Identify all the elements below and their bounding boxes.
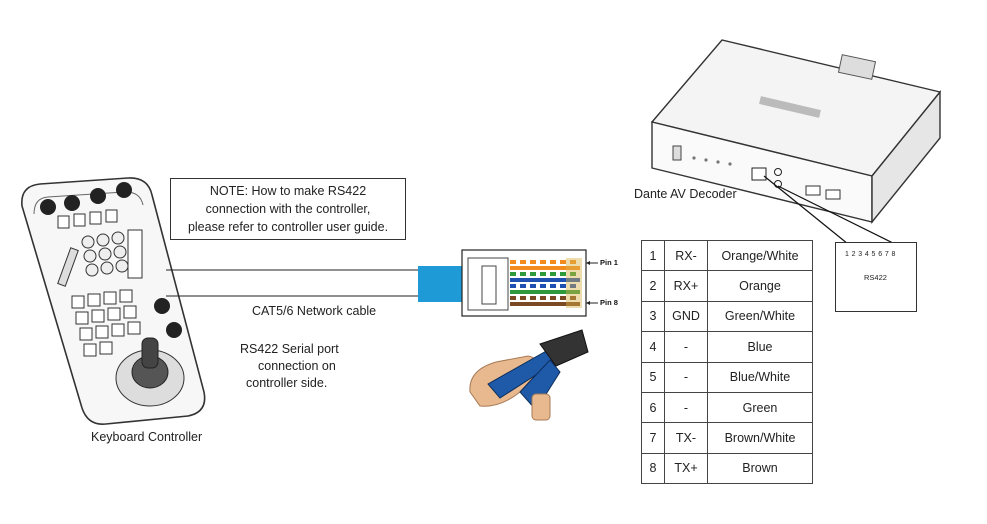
pin1-label: Pin 1: [600, 258, 618, 267]
pin-number: 2: [641, 270, 665, 302]
rs422-line-3: controller side.: [246, 376, 328, 390]
pin-wire-color: Green: [707, 391, 813, 424]
note-line-2: connection with the controller,: [205, 202, 371, 216]
pin-table-row: 4-Blue: [641, 331, 813, 363]
pin-signal: GND: [664, 300, 708, 333]
pin-signal: -: [664, 331, 708, 363]
pin-wire-color: Blue/White: [707, 361, 813, 393]
cable-label: CAT5/6 Network cable: [252, 304, 377, 318]
keyboard-controller-icon: [21, 177, 206, 425]
pin-signal: -: [664, 361, 708, 393]
pin8-label: Pin 8: [600, 298, 618, 307]
pin-wire-color: Orange: [707, 270, 813, 302]
pin-wire-color: Blue: [707, 331, 813, 363]
pin-signal: TX-: [664, 422, 708, 454]
pin-number: 6: [641, 391, 665, 424]
pin-number: 1: [641, 239, 665, 272]
keyboard-controller-label: Keyboard Controller: [91, 430, 203, 444]
pin-signal: RX+: [664, 270, 708, 302]
pin-wire-color: Green/White: [707, 300, 813, 333]
rj45-connector-icon: [461, 249, 598, 317]
rs422-port-box: 1 2 3 4 5 6 7 8 RS422: [835, 242, 917, 312]
port-numbers: 1 2 3 4 5 6 7 8: [845, 251, 896, 258]
rs422-line-2: connection on: [258, 359, 336, 373]
decoder-device-icon: [650, 39, 942, 245]
pin-number: 7: [641, 422, 665, 454]
pin-number: 8: [641, 452, 665, 485]
pin-signal: -: [664, 391, 708, 424]
pin-signal: TX+: [664, 452, 708, 485]
cable-lines: [166, 269, 422, 297]
pin-table-row: 6-Green: [641, 391, 813, 424]
pin-wire-color: Brown/White: [707, 422, 813, 454]
cable-jacket: [418, 266, 466, 302]
note-line-1: NOTE: How to make RS422: [209, 184, 367, 198]
decoder-label: Dante AV Decoder: [634, 187, 737, 201]
pin-signal: RX-: [664, 239, 708, 272]
pin-wire-color: Brown: [707, 452, 813, 485]
pin-number: 5: [641, 361, 665, 393]
pin-table-row: 5-Blue/White: [641, 361, 813, 393]
crimping-tool-icon: [469, 329, 589, 421]
port-name: RS422: [864, 273, 887, 282]
pin-wire-color: Orange/White: [707, 239, 813, 272]
note-line-3: please refer to controller user guide.: [187, 220, 389, 234]
pin-number: 4: [641, 331, 665, 363]
rs422-line-1: RS422 Serial port: [240, 342, 339, 356]
note-box: NOTE: How to make RS422 connection with …: [170, 178, 406, 240]
pin-number: 3: [641, 300, 665, 333]
